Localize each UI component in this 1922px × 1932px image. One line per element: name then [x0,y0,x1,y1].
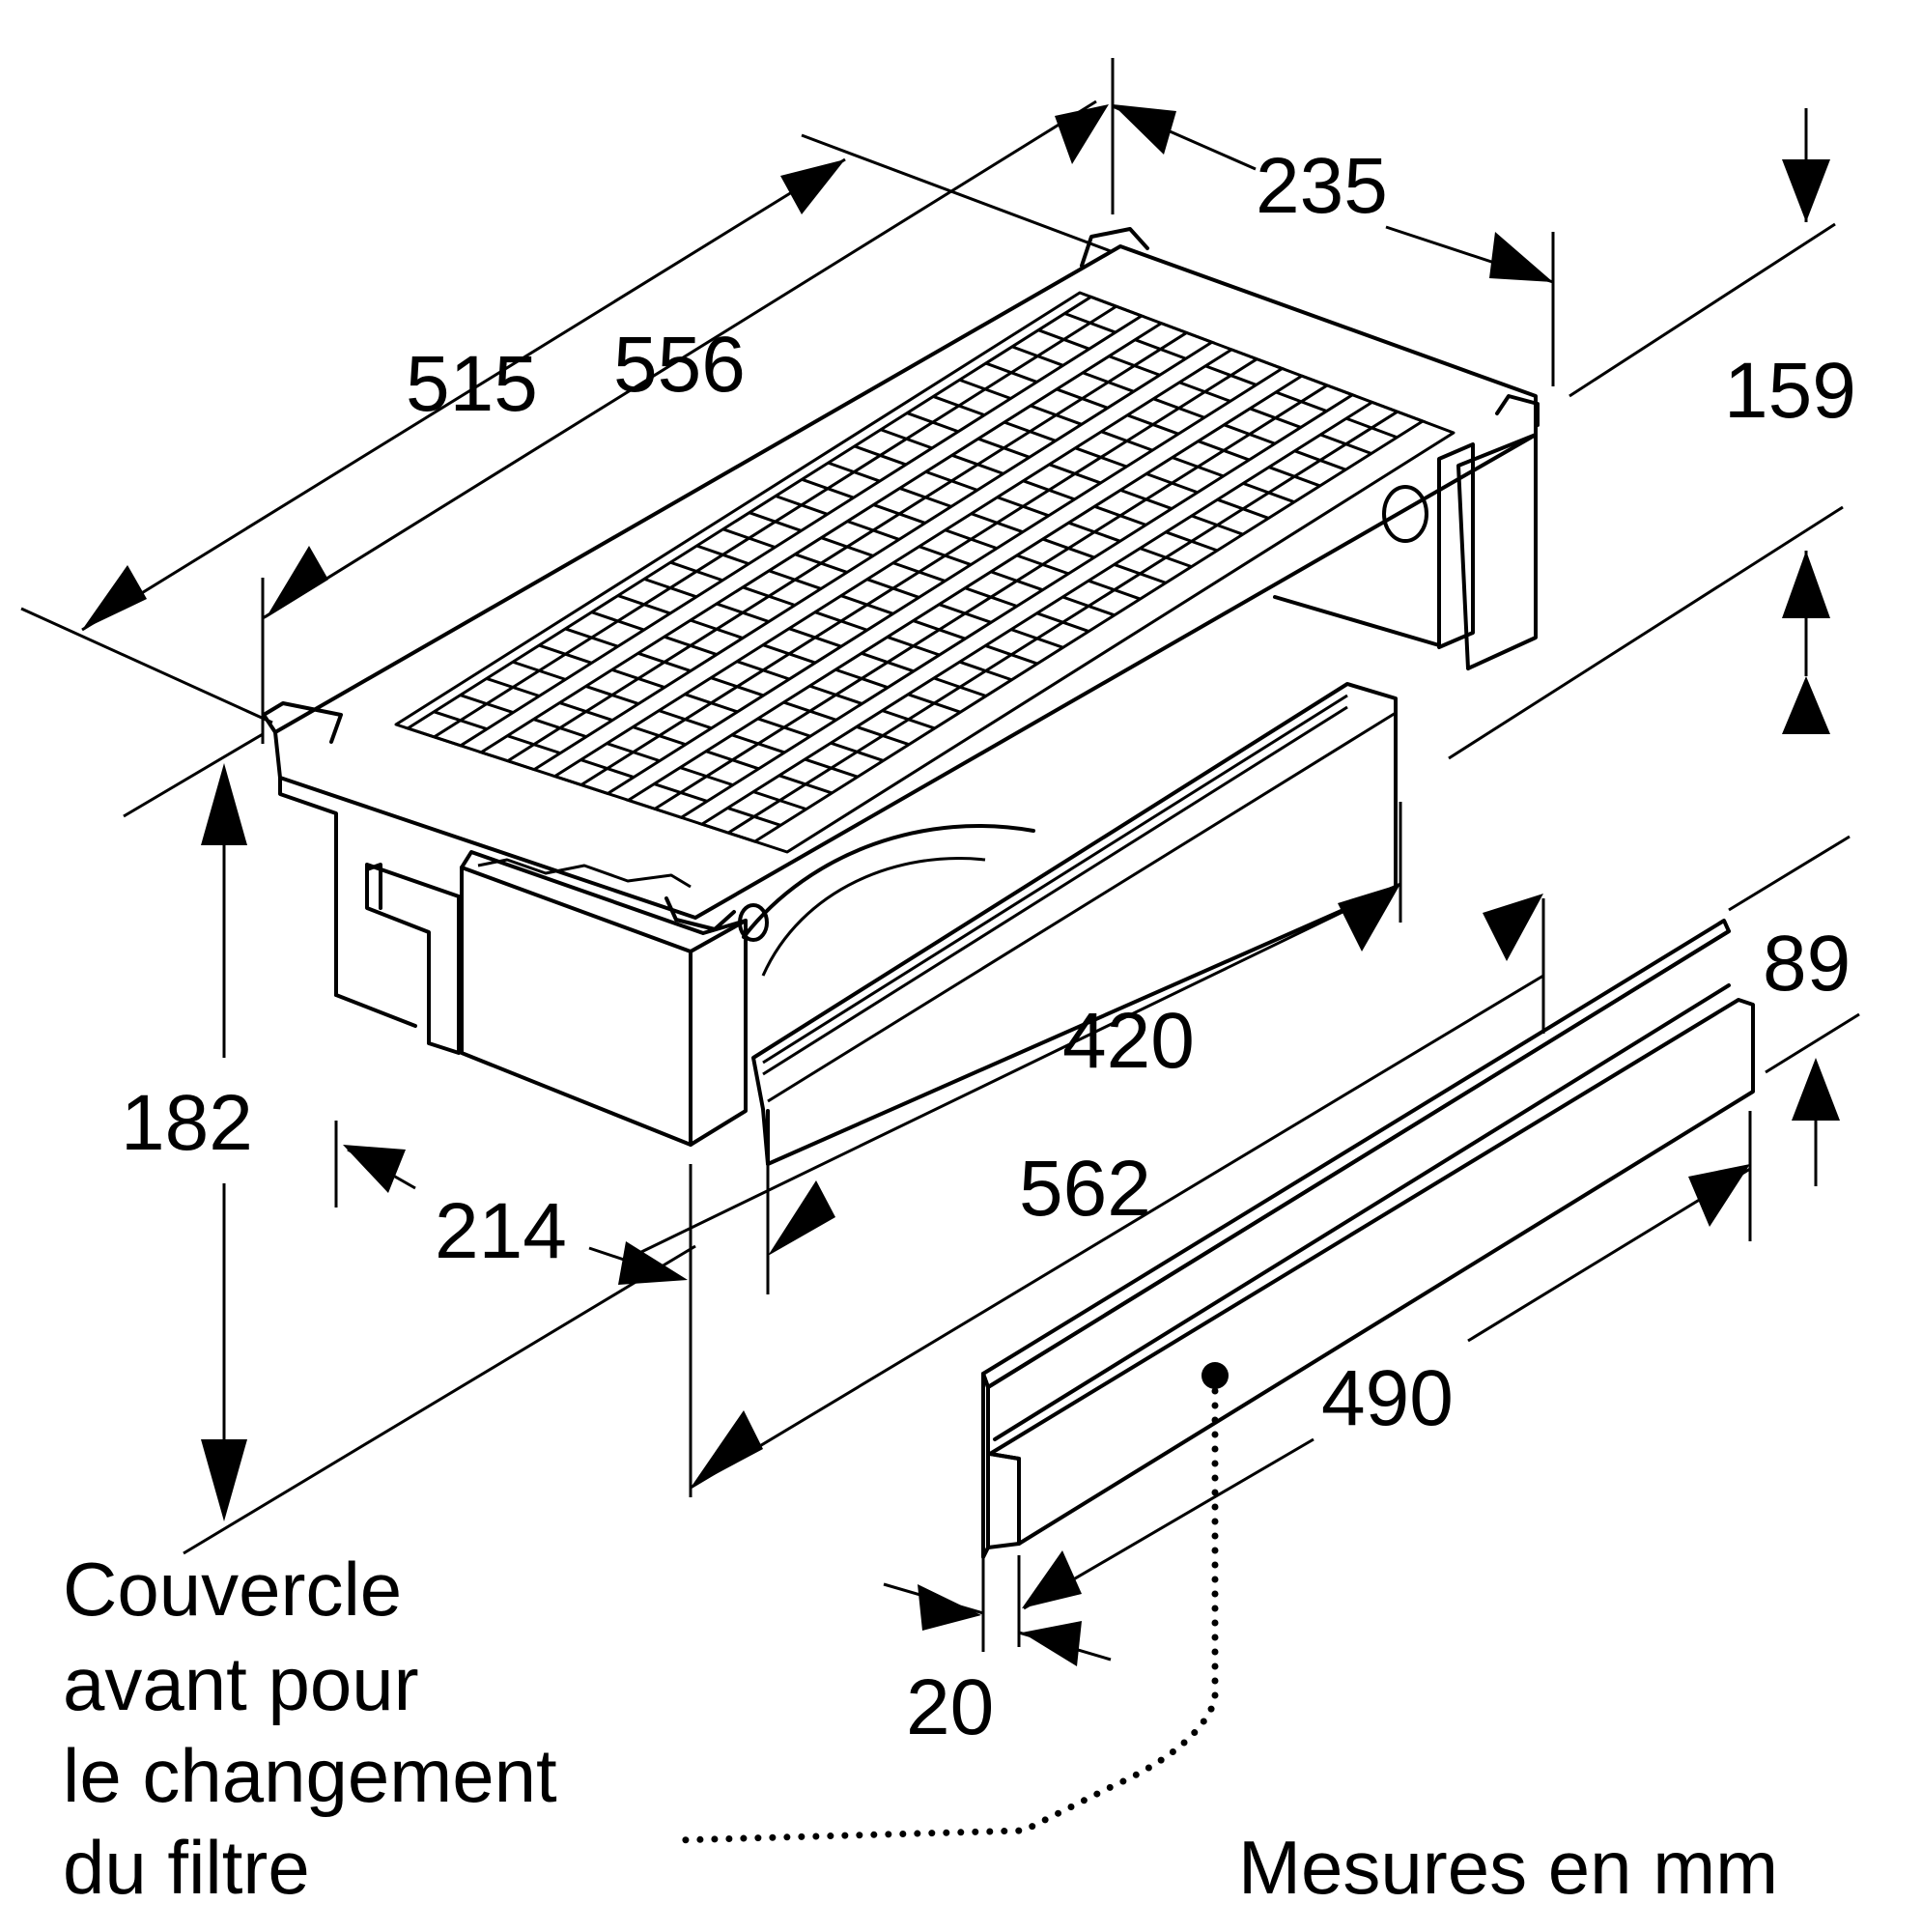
caption-line-4: du filtre [63,1825,310,1910]
arrowhead-89-bottom [1792,1058,1840,1121]
grill-divider [580,357,1258,786]
arrowhead-515-top [780,159,845,214]
cover-rail-front [981,1372,990,1559]
arrowhead-159-bottom [1782,551,1830,618]
arrowhead-420-right [1338,884,1400,952]
dim-556 [262,99,1097,620]
filter-cover-handle [477,858,692,889]
grill-divider [654,384,1328,810]
label-235: 235 [1256,142,1388,230]
ext-89-top [1728,835,1851,912]
filter-cover-top [460,850,748,935]
dim-562 [690,974,1544,1490]
arrowhead-159-lower [1782,676,1830,734]
ext-top-left [20,607,273,724]
arrowhead-556-top [1055,104,1109,164]
grill-bar [551,348,1286,796]
label-20: 20 [906,1663,994,1751]
arrowhead-420-left [768,1180,835,1256]
arrowhead-182-top [201,763,247,845]
rail-line-3 [767,711,1397,1103]
mounting-tab-right [1495,394,1540,427]
arrowhead-214-right [618,1241,688,1285]
label-515: 515 [406,340,538,428]
filter-cover-side [689,919,748,1147]
arrowhead-20-left [918,1584,981,1631]
arrowhead-515-bottom [82,565,147,630]
label-159: 159 [1724,347,1856,435]
ext-159-top [1569,222,1836,398]
filter-cover [460,866,692,1147]
cover-marker-dot [1201,1362,1229,1389]
cover-rail [981,919,1755,1559]
grill-bar [698,400,1427,843]
arrowhead-235-right [1489,232,1553,282]
grill-divider [727,410,1399,835]
caption-line-3: le changement [63,1733,557,1818]
dimension-labels: 235 515 556 159 420 182 214 562 89 490 2… [121,142,1856,1751]
ext-182-bottom [183,1244,696,1555]
label-556: 556 [613,321,746,409]
ext-89-bottom [1765,1012,1860,1074]
arrowhead-556-bottom [266,546,328,618]
rail-line-1 [762,694,1348,1065]
arrowhead-235-left [1113,104,1176,155]
label-214: 214 [435,1187,567,1275]
label-490: 490 [1321,1354,1454,1442]
cover-rail-bottom [986,1542,1021,1549]
ext-159-bottom [1448,505,1844,760]
mounting-tab-front [664,896,736,931]
arrowhead-562-right [1483,894,1543,961]
grill-divider [506,331,1188,762]
grill-bar [477,321,1216,772]
ext-top-back [801,133,1112,253]
label-89: 89 [1763,920,1851,1008]
arrowhead-490-left [1022,1550,1082,1608]
side-panel-right [1456,433,1538,670]
inner-edge [1273,595,1441,647]
grill-slots [404,295,1427,843]
unit-body [262,227,1540,1166]
cover-rail-lip [988,1452,1021,1461]
arrowhead-490-right [1688,1164,1750,1227]
bracket-step [365,863,382,910]
arrowhead-214-left [343,1145,406,1193]
dim-420 [636,882,1401,1256]
ext-182-top [123,732,264,818]
label-420: 420 [1062,997,1195,1085]
arrowheads [82,104,1840,1666]
caption-line-2: avant pour [63,1641,419,1726]
mounting-tab-back [1080,227,1149,268]
side-block [1437,442,1475,649]
label-562: 562 [1019,1145,1151,1233]
cover-rail-mid [993,983,1731,1441]
arrowhead-159-top [1782,159,1830,222]
arrowhead-20-right [1022,1621,1082,1666]
fan-curve [761,857,986,977]
arrowhead-562-left [691,1410,763,1488]
fan-housing [742,823,1035,939]
caption-line-1: Couvercle [63,1547,402,1632]
rail-line-2 [762,705,1348,1076]
caption: Couvercle avant pour le changement du fi… [63,1547,1778,1910]
grill-bar [404,295,1145,748]
dim-515 [81,157,846,632]
leader-dotted [672,1387,1219,1844]
front-casing-left [278,776,338,997]
arrowhead-182-bottom [201,1439,247,1521]
grill-bar [625,374,1356,819]
label-182: 182 [121,1079,253,1167]
front-casing-bottom-left [334,993,417,1028]
units-note: Mesures en mm [1238,1825,1778,1910]
knob [1382,485,1428,543]
filter-bracket [365,863,461,1055]
grill-divider [433,304,1117,739]
cover-rail-inner [986,929,1731,1389]
